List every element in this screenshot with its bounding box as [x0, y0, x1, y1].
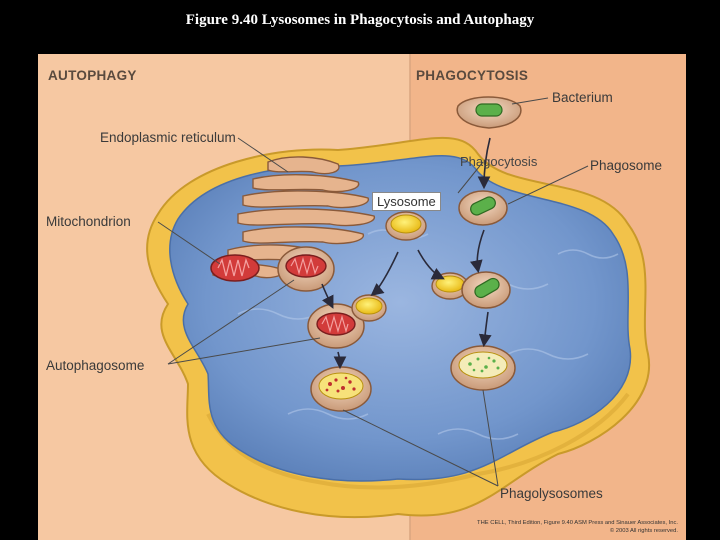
label-autophagosome: Autophagosome: [46, 358, 145, 373]
credit-line-1: THE CELL, Third Edition, Figure 9.40 ASM…: [477, 520, 678, 526]
phagocytosis-heading: PHAGOCYTOSIS: [416, 68, 529, 83]
label-bacterium: Bacterium: [552, 90, 613, 105]
lysosome-center: [385, 211, 427, 241]
cell-illustration: [38, 54, 686, 540]
autophagosome-forming: [277, 246, 335, 292]
phagosome: [458, 190, 508, 226]
phagolysosome-phagocytosis: [450, 345, 516, 391]
slide-title: Figure 9.40 Lysosomes in Phagocytosis an…: [185, 12, 535, 28]
phagolysosome-autophagy: [310, 366, 372, 412]
label-mitochondrion: Mitochondrion: [46, 214, 131, 229]
figure-credit: THE CELL, Third Edition, Figure 9.40 ASM…: [477, 520, 678, 535]
figure-panel: AUTOPHAGY PHAGOCYTOSIS Endoplasmic retic…: [38, 54, 686, 540]
autophagy-heading: AUTOPHAGY: [48, 68, 137, 83]
label-lysosome: Lysosome: [372, 192, 441, 211]
bacterium-engulfing: [456, 96, 522, 129]
credit-line-2: © 2003 All rights reserved.: [609, 527, 678, 534]
membrane-fold-lower: [206, 392, 630, 490]
label-leaders: [157, 97, 589, 487]
label-phagocytosis: Phagocytosis: [460, 154, 538, 169]
label-phagosome: Phagosome: [590, 158, 663, 173]
label-phagolysosomes: Phagolysosomes: [500, 486, 603, 501]
label-endoplasmic-reticulum: Endoplasmic reticulum: [100, 130, 236, 145]
process-arrows: [321, 137, 492, 370]
mitochondrion-free: [210, 254, 260, 282]
phagosome-fusing: [431, 271, 511, 309]
autophagosome-fusing: [307, 294, 387, 349]
